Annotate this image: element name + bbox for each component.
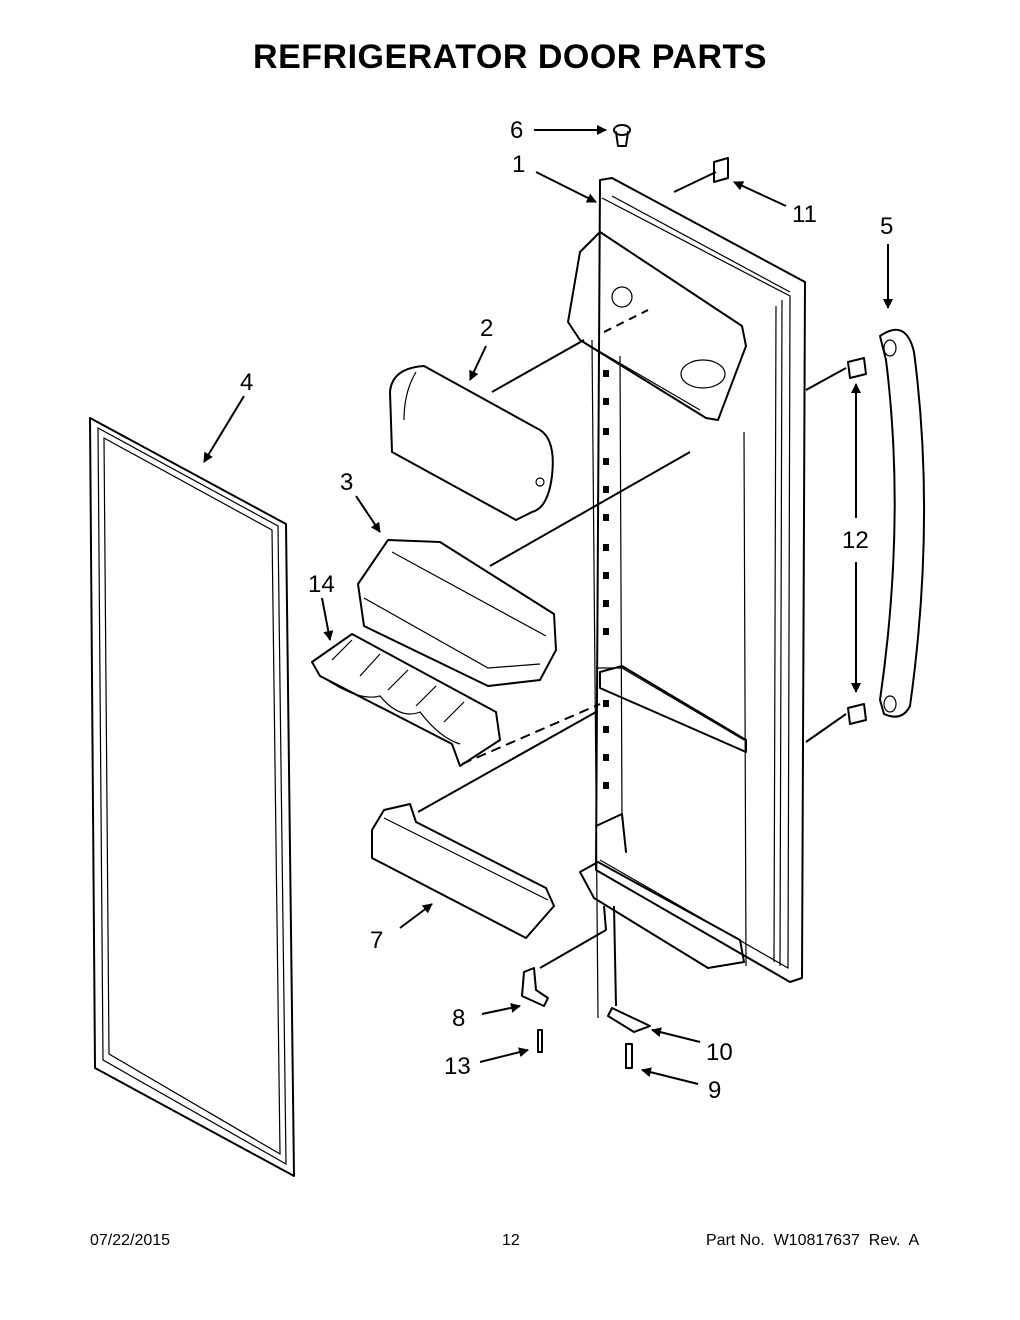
page-title: REFRIGERATOR DOOR PARTS: [253, 38, 767, 76]
hinge-plug: [613, 124, 631, 147]
callout-10: 10: [706, 1039, 733, 1066]
door-tape: [713, 157, 729, 183]
callout-9: 9: [708, 1077, 721, 1104]
callout-11: 11: [792, 201, 817, 228]
dairy-door: [389, 365, 554, 521]
callout-arrows: [203, 125, 893, 1085]
footer-part-number: Part No. W10817637 Rev. A: [706, 1232, 920, 1249]
callout-6: 6: [510, 117, 523, 144]
callout-1: 1: [512, 151, 525, 178]
door-bin: [357, 539, 557, 687]
lower-door-bin: [371, 803, 555, 939]
callout-3: 3: [340, 469, 353, 496]
callout-8: 8: [452, 1005, 465, 1032]
footer-date: 07/22/2015: [90, 1232, 171, 1249]
egg-bin: [311, 633, 501, 767]
callout-13: 13: [444, 1053, 471, 1080]
callout-4: 4: [240, 369, 253, 396]
door-liner: [567, 177, 806, 1019]
callout-7: 7: [370, 927, 383, 954]
callout-5: 5: [880, 213, 893, 240]
callout-12: 12: [842, 527, 869, 554]
door-handle: [879, 328, 926, 718]
callout-14: 14: [308, 571, 335, 598]
handle-studs: [847, 357, 867, 725]
hinge-pin-and-screws: [521, 967, 651, 1069]
door-gasket: [89, 417, 295, 1177]
callout-labels: 6 1 11 5 2 4 3 12 14 7 8 10 13 9: [240, 117, 893, 1104]
footer-page-number: 12: [502, 1232, 520, 1249]
connector-lines: [417, 171, 847, 1007]
callout-2: 2: [480, 315, 493, 342]
